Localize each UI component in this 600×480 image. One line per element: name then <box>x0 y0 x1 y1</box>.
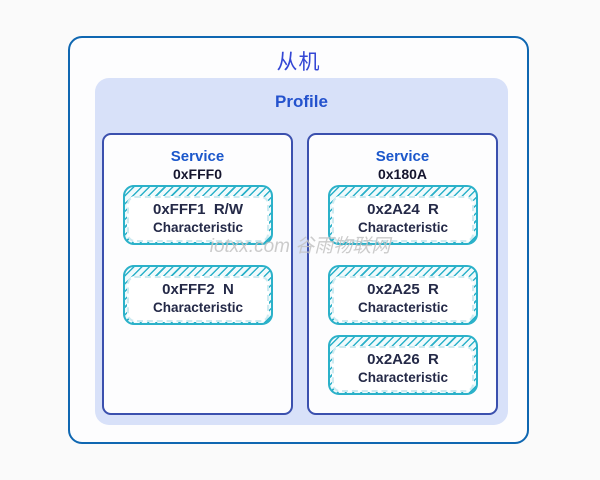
service-box-180a: Service 0x180A 0x2A24 R Characteristic 0… <box>307 133 498 415</box>
characteristic-uuid: 0xFFF1 R/W <box>152 201 243 219</box>
characteristic-label: Characteristic <box>357 369 449 385</box>
characteristic-uuid: 0xFFF2 N <box>162 281 234 299</box>
characteristic-body: 0xFFF2 N Characteristic <box>127 276 269 322</box>
characteristic-uuid: 0x2A26 R <box>367 351 439 369</box>
profile-title: Profile <box>275 92 328 111</box>
characteristic-uuid: 0x2A24 R <box>367 201 439 219</box>
profile-box: Profile Service 0xFFF0 0xFFF1 R/W Charac… <box>95 78 508 425</box>
characteristic-body: 0x2A25 R Characteristic <box>332 276 474 322</box>
service-title: Service <box>375 148 430 165</box>
service-uuid: 0x180A <box>377 166 428 182</box>
characteristic-card: 0x2A24 R Characteristic <box>328 185 478 245</box>
characteristic-card: 0x2A26 R Characteristic <box>328 335 478 395</box>
characteristic-label: Characteristic <box>357 219 449 235</box>
characteristic-label: Characteristic <box>152 219 244 235</box>
service-uuid: 0xFFF0 <box>172 166 222 182</box>
characteristic-body: 0xFFF1 R/W Characteristic <box>127 196 269 242</box>
service-header: Service 0xFFF0 <box>104 135 291 183</box>
characteristic-label: Characteristic <box>152 299 244 315</box>
characteristic-card: 0xFFF2 N Characteristic <box>123 265 273 325</box>
characteristic-label: Characteristic <box>357 299 449 315</box>
characteristic-body: 0x2A26 R Characteristic <box>332 346 474 392</box>
device-title: 从机 <box>276 51 321 74</box>
characteristic-uuid: 0x2A25 R <box>367 281 439 299</box>
characteristic-card: 0x2A25 R Characteristic <box>328 265 478 325</box>
characteristic-card: 0xFFF1 R/W Characteristic <box>123 185 273 245</box>
service-title: Service <box>170 148 225 165</box>
service-header: Service 0x180A <box>309 135 496 183</box>
device-box: 从机 Profile Service 0xFFF0 0xFFF1 R/W Cha… <box>68 36 529 444</box>
service-box-fff0: Service 0xFFF0 0xFFF1 R/W Characteristic… <box>102 133 293 415</box>
characteristic-body: 0x2A24 R Characteristic <box>332 196 474 242</box>
